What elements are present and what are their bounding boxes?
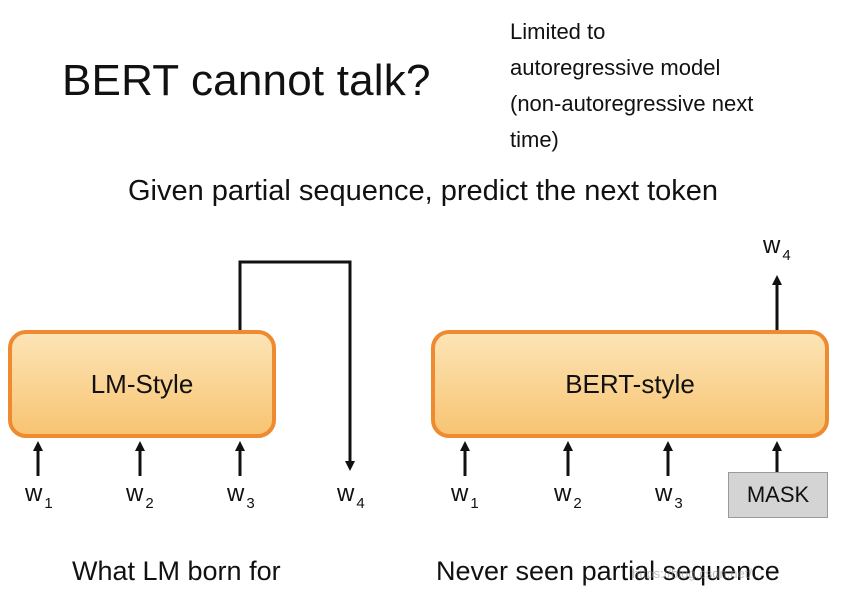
watermark: https://blog.csdn.net/... <box>632 566 763 581</box>
lm-output-connector <box>238 260 355 471</box>
left-caption: What LM born for <box>72 556 281 586</box>
right-caption: Never seen partial sequence <box>436 556 780 586</box>
slide-subtitle: Given partial sequence, predict the next… <box>127 175 719 207</box>
note-line: Limited to <box>510 19 606 44</box>
note-line: time) <box>510 127 559 152</box>
note-line: (non-autoregressive next <box>510 91 754 116</box>
bert-style-box: BERT-style <box>431 330 829 438</box>
slide-title: BERT cannot talk? <box>62 56 431 105</box>
lm-style-box: LM-Style <box>8 330 276 438</box>
lm-style-label: LM-Style <box>90 368 194 399</box>
mask-token: MASK <box>728 472 828 518</box>
note-line: autoregressive model <box>510 55 721 80</box>
side-note: Limited to autoregressive model (non-aut… <box>510 14 753 158</box>
bert-style-label: BERT-style <box>565 368 695 399</box>
